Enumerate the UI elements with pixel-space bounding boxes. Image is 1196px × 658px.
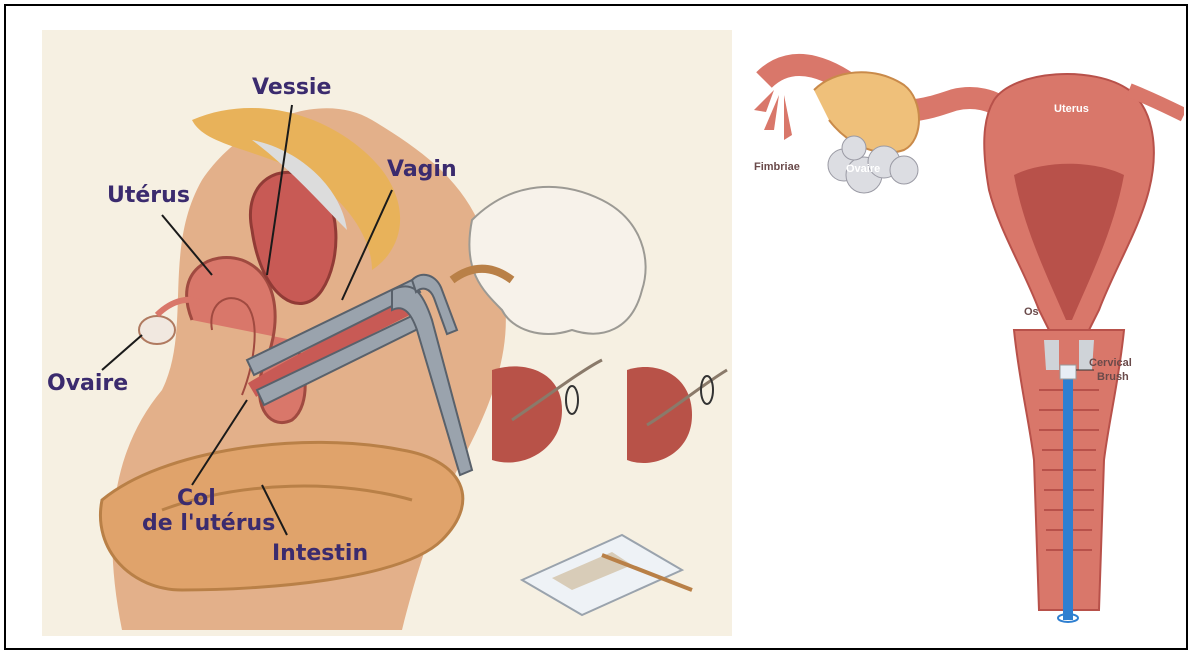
label-col-line1: Col — [177, 486, 216, 511]
fimbriae-shape — [754, 90, 792, 140]
pelvic-anatomy-diagram: Vessie Vagin Utérus Ovaire Col de l'utér… — [42, 30, 732, 636]
label-ovaire-right: Ovaire — [846, 163, 880, 175]
glass-slide — [522, 535, 692, 615]
label-fimbriae: Fimbriae — [754, 161, 800, 173]
cervical-brush-handle — [1063, 370, 1073, 620]
ovary-shape — [139, 316, 175, 344]
pelvic-anatomy-svg: Vessie Vagin Utérus Ovaire Col de l'utér… — [42, 30, 732, 636]
label-uterus-right: Uterus — [1054, 103, 1089, 115]
uterus-brush-svg: Uterus Ovaire Fimbriae Os Cervical Brush — [754, 40, 1184, 640]
cervix-detail-2 — [627, 367, 727, 463]
label-vagin: Vagin — [387, 157, 457, 182]
label-uterus: Utérus — [107, 183, 190, 208]
label-intestin: Intestin — [272, 541, 368, 566]
label-os: Os — [1024, 306, 1039, 318]
label-vessie: Vessie — [252, 75, 331, 100]
speculum-blade — [1044, 340, 1059, 370]
label-col-line2: de l'utérus — [142, 511, 275, 536]
label-ovaire: Ovaire — [47, 371, 128, 396]
cervix-detail-1 — [492, 360, 602, 463]
uterus-brush-diagram: Uterus Ovaire Fimbriae Os Cervical Brush — [754, 40, 1184, 640]
label-brush-line2: Brush — [1097, 371, 1129, 383]
label-brush-line1: Cervical — [1089, 357, 1132, 369]
